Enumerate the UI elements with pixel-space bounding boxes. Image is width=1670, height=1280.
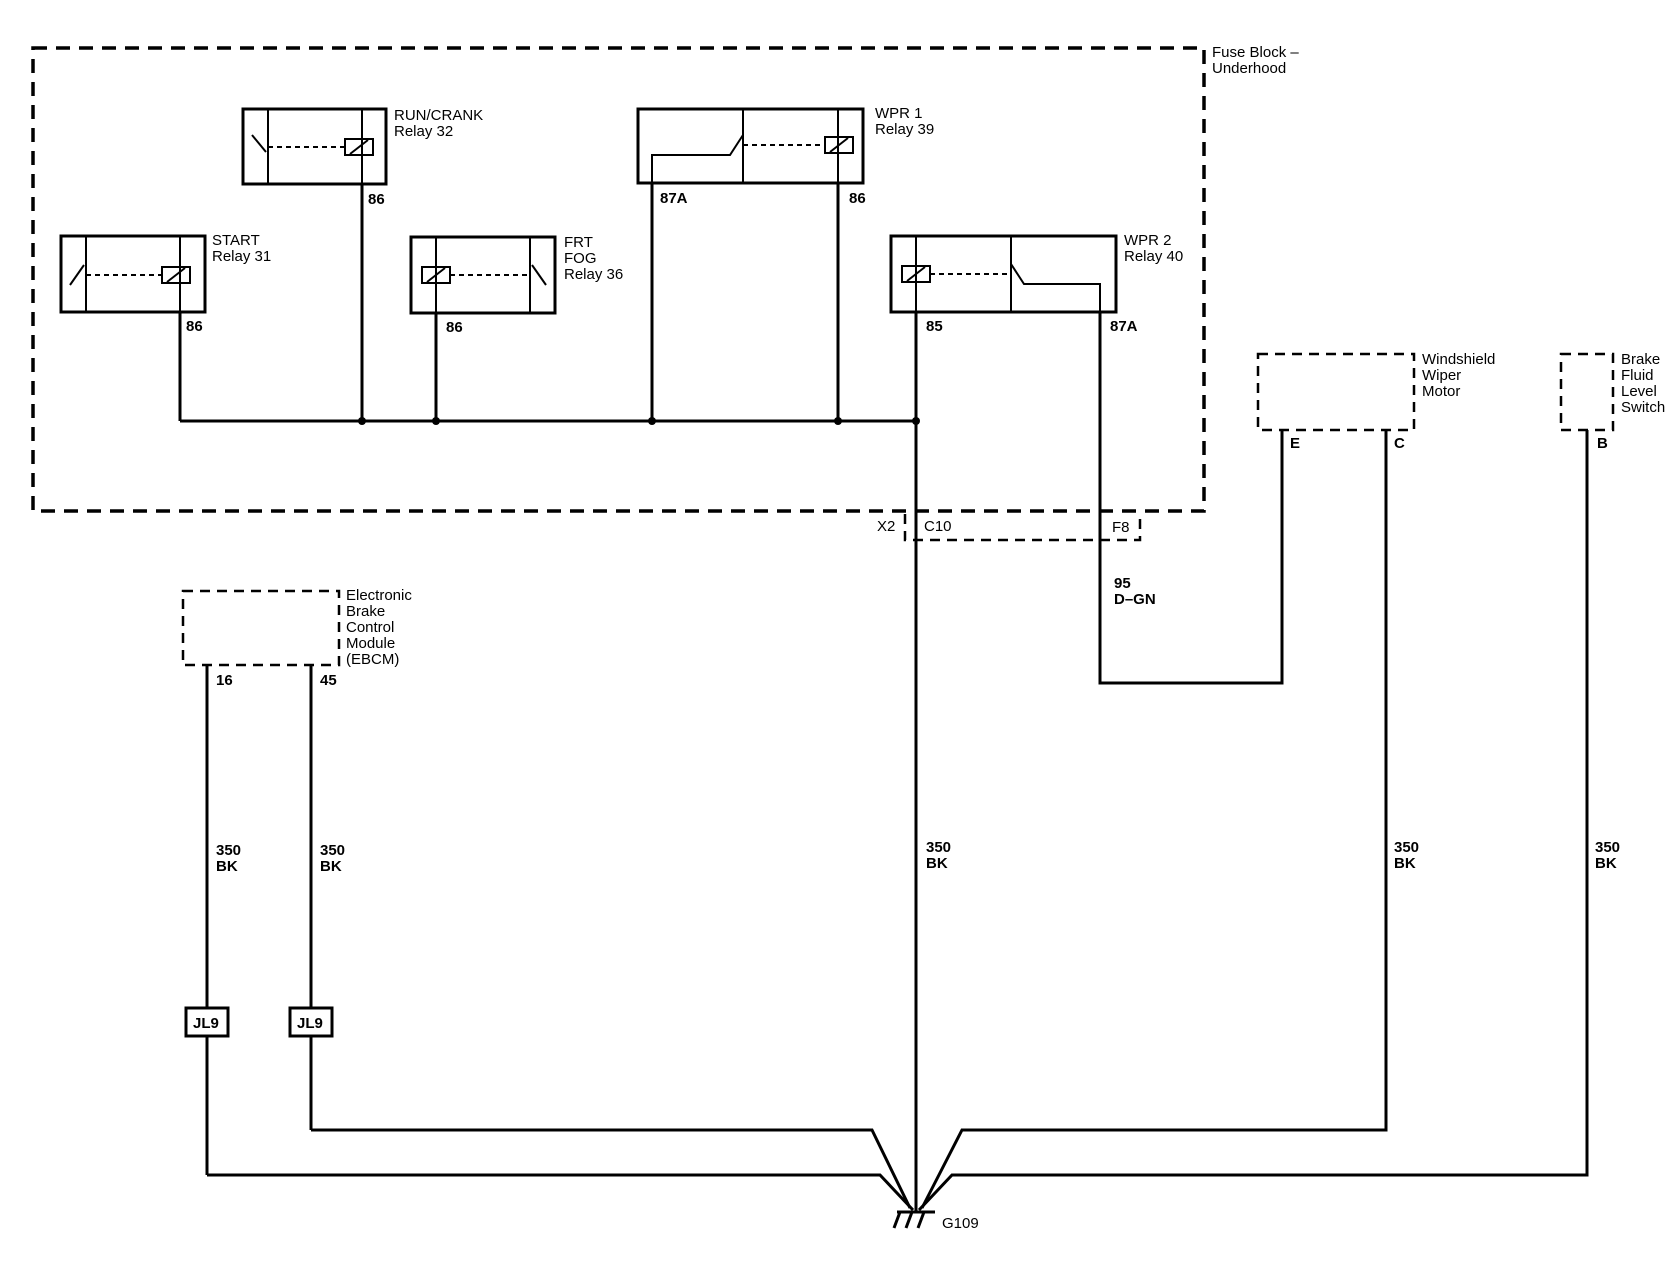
splice-dot — [432, 417, 440, 425]
brake-switch-label-4: Switch — [1621, 399, 1665, 416]
relay-wpr1-label: WPR 1 — [875, 105, 923, 122]
wire-color-label: BK — [1595, 855, 1617, 872]
wire-color-label: BK — [926, 855, 948, 872]
brake-switch-outline — [1559, 352, 1615, 432]
fuse-block-bus — [178, 183, 920, 425]
fuse-block-label-2: Underhood — [1212, 60, 1286, 77]
ground-g109-label: G109 — [942, 1215, 979, 1232]
wiper-motor-label-3: Motor — [1422, 383, 1460, 400]
splice-dot — [834, 417, 842, 425]
relay-frt-fog-pin: 86 — [446, 319, 463, 336]
relay-start: START Relay 31 86 — [59, 232, 271, 335]
relay-coil-icon — [161, 266, 191, 284]
relay-wpr1-label-2: Relay 39 — [875, 121, 934, 138]
wire-350-bk-ebcm-45: 350 BK JL9 — [288, 665, 912, 1209]
wiper-motor-outline — [1256, 352, 1416, 432]
ebcm-label: Electronic — [346, 587, 412, 604]
wire-95-d-gn: 95 D–GN — [1098, 312, 1284, 685]
connector-f8-label: F8 — [1112, 519, 1130, 536]
wire-95-circuit-label: 95 — [1114, 575, 1131, 592]
fuse-block: Fuse Block – Underhood — [31, 44, 1299, 513]
wire-350-bk-wiper-c: 350 BK — [920, 430, 1419, 1209]
relay-run-crank-label-2: Relay 32 — [394, 123, 453, 140]
brake-switch-pin-b: B — [1597, 435, 1608, 452]
relay-start-box — [59, 234, 207, 314]
ebcm: Electronic Brake Control Module (EBCM) 1… — [181, 587, 412, 689]
relay-frt-fog-box — [409, 235, 557, 315]
ebcm-pin-45: 45 — [320, 672, 337, 689]
splice-jl9-label: JL9 — [297, 1015, 323, 1032]
wire-350-bk-ebcm-16: 350 BK JL9 — [184, 665, 915, 1212]
wire-95-color-label: D–GN — [1114, 591, 1156, 608]
connector-c10: X2 C10 F8 — [877, 514, 1142, 542]
wire-circuit-label: 350 — [1595, 839, 1620, 856]
relay-frt-fog-label-2: FOG — [564, 250, 597, 267]
connector-c10-label: C10 — [924, 518, 952, 535]
ground-g109: G109 — [892, 1210, 979, 1232]
brake-switch-label-3: Level — [1621, 383, 1657, 400]
relay-run-crank-pin: 86 — [368, 191, 385, 208]
relay-frt-fog-label: FRT — [564, 234, 593, 251]
relay-wpr2-pin-85: 85 — [926, 318, 943, 335]
wiper-motor-label: Windshield — [1422, 351, 1495, 368]
relay-wpr2-label-2: Relay 40 — [1124, 248, 1183, 265]
wire-350-bk-brake-b: 350 BK — [917, 430, 1620, 1212]
ebcm-label-2: Brake — [346, 603, 385, 620]
relay-coil-icon — [344, 138, 374, 156]
relay-start-label: START — [212, 232, 260, 249]
splice-dot — [648, 417, 656, 425]
ebcm-pin-16: 16 — [216, 672, 233, 689]
brake-switch-label: Brake — [1621, 351, 1660, 368]
splice-jl9-label: JL9 — [193, 1015, 219, 1032]
wiper-motor-label-2: Wiper — [1422, 367, 1461, 384]
relay-wpr1-pin-86: 86 — [849, 190, 866, 207]
relay-wpr1-box — [636, 107, 865, 185]
fuse-block-label: Fuse Block – — [1212, 44, 1299, 61]
relay-frt-fog-label-3: Relay 36 — [564, 266, 623, 283]
fuse-block-outline — [31, 46, 1206, 513]
wiper-motor-pin-c: C — [1394, 435, 1405, 452]
splice-dot — [358, 417, 366, 425]
relay-wpr2: WPR 2 Relay 40 85 87A — [889, 232, 1183, 335]
wire-color-label: BK — [1394, 855, 1416, 872]
wire-circuit-label: 350 — [1394, 839, 1419, 856]
ebcm-label-5: (EBCM) — [346, 651, 399, 668]
ebcm-label-3: Control — [346, 619, 394, 636]
relay-frt-fog: FRT FOG Relay 36 86 — [409, 234, 623, 336]
relay-start-pin: 86 — [186, 318, 203, 335]
ebcm-outline — [181, 589, 341, 667]
relay-run-crank-label: RUN/CRANK — [394, 107, 483, 124]
relay-wpr2-box — [889, 234, 1118, 314]
splice-pack-jl9 — [184, 1006, 230, 1038]
connector-x2-label: X2 — [877, 518, 895, 535]
brake-fluid-level-switch: Brake Fluid Level Switch B — [1559, 351, 1665, 452]
connector-c10-outline — [903, 514, 1142, 542]
relay-start-label-2: Relay 31 — [212, 248, 271, 265]
wire-circuit-label: 350 — [216, 842, 241, 859]
brake-switch-label-2: Fluid — [1621, 367, 1654, 384]
wiper-motor-pin-e: E — [1290, 435, 1300, 452]
relay-wpr1: WPR 1 Relay 39 87A 86 — [636, 105, 934, 207]
relay-wpr2-label: WPR 2 — [1124, 232, 1172, 249]
relay-run-crank: RUN/CRANK Relay 32 86 — [241, 107, 483, 208]
relay-wpr2-pin-87a: 87A — [1110, 318, 1138, 335]
relay-run-crank-box — [241, 107, 388, 186]
relay-wpr1-pin-87a: 87A — [660, 190, 688, 207]
wire-circuit-label: 350 — [320, 842, 345, 859]
splice-pack-jl9 — [288, 1006, 334, 1038]
wire-circuit-label: 350 — [926, 839, 951, 856]
relay-coil-icon — [824, 136, 854, 154]
wire-color-label: BK — [216, 858, 238, 875]
ebcm-label-4: Module — [346, 635, 395, 652]
wire-color-label: BK — [320, 858, 342, 875]
windshield-wiper-motor: Windshield Wiper Motor E C — [1256, 351, 1495, 452]
